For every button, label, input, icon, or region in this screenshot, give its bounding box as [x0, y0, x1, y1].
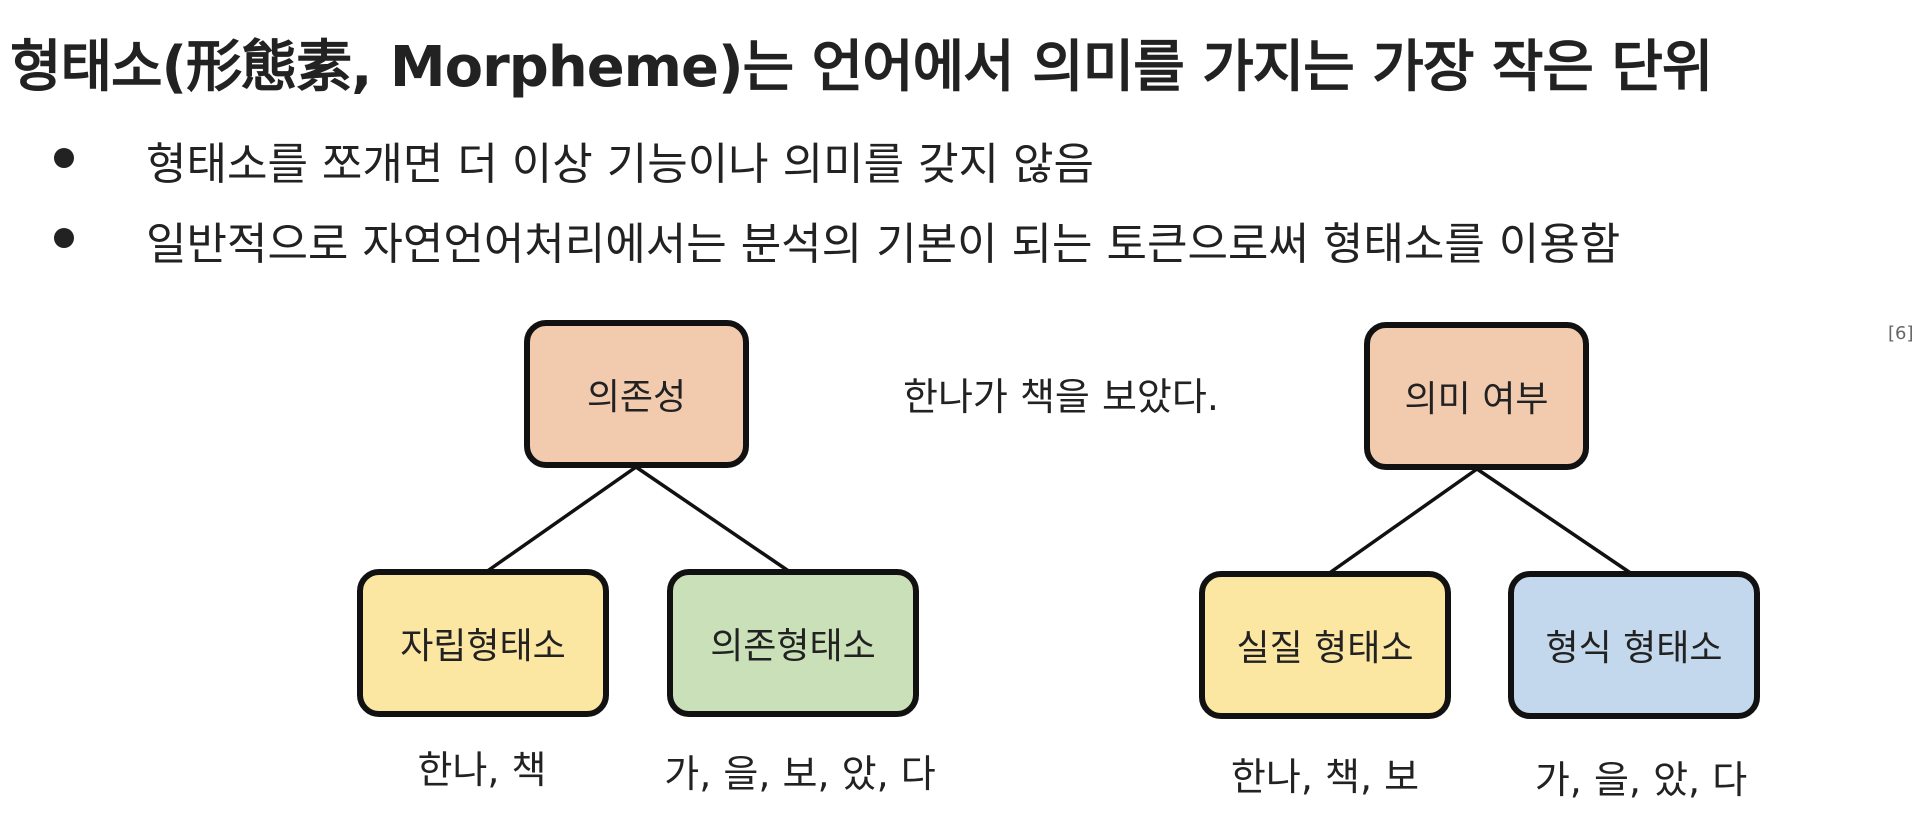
tree-root-meaning: 의미 여부 — [1364, 322, 1589, 470]
examples-free-morpheme: 한나, 책 — [417, 748, 547, 792]
connector-line — [1326, 467, 1479, 576]
connector-line — [484, 465, 638, 574]
tree-node-free-morpheme: 자립형태소 — [357, 569, 609, 717]
tree-node-grammatical-morpheme: 형식 형태소 — [1508, 571, 1760, 719]
tree-root-dependency: 의존성 — [524, 320, 749, 468]
examples-grammatical-morpheme: 가, 을, 았, 다 — [1534, 758, 1748, 802]
slide-title: 형태소(形態素, Morpheme)는 언어에서 의미를 가지는 가장 작은 단… — [10, 35, 1713, 100]
tree-node-lexical-morpheme: 실질 형태소 — [1199, 571, 1451, 719]
bullet-dot-icon — [54, 228, 74, 248]
reference-note: [6] — [1888, 323, 1914, 344]
examples-lexical-morpheme: 한나, 책, 보 — [1230, 755, 1420, 799]
bullet-text: 일반적으로 자연언어처리에서는 분석의 기본이 되는 토큰으로써 형태소를 이용… — [146, 219, 1621, 270]
connector-line — [635, 465, 791, 574]
bullet-dot-icon — [54, 148, 74, 168]
connector-line — [1476, 467, 1633, 576]
tree-node-bound-morpheme: 의존형태소 — [667, 569, 919, 717]
example-sentence: 한나가 책을 보았다. — [903, 375, 1219, 419]
bullet-text: 형태소를 쪼개면 더 이상 기능이나 의미를 갖지 않음 — [146, 139, 1094, 190]
examples-bound-morpheme: 가, 을, 보, 았, 다 — [664, 752, 936, 796]
